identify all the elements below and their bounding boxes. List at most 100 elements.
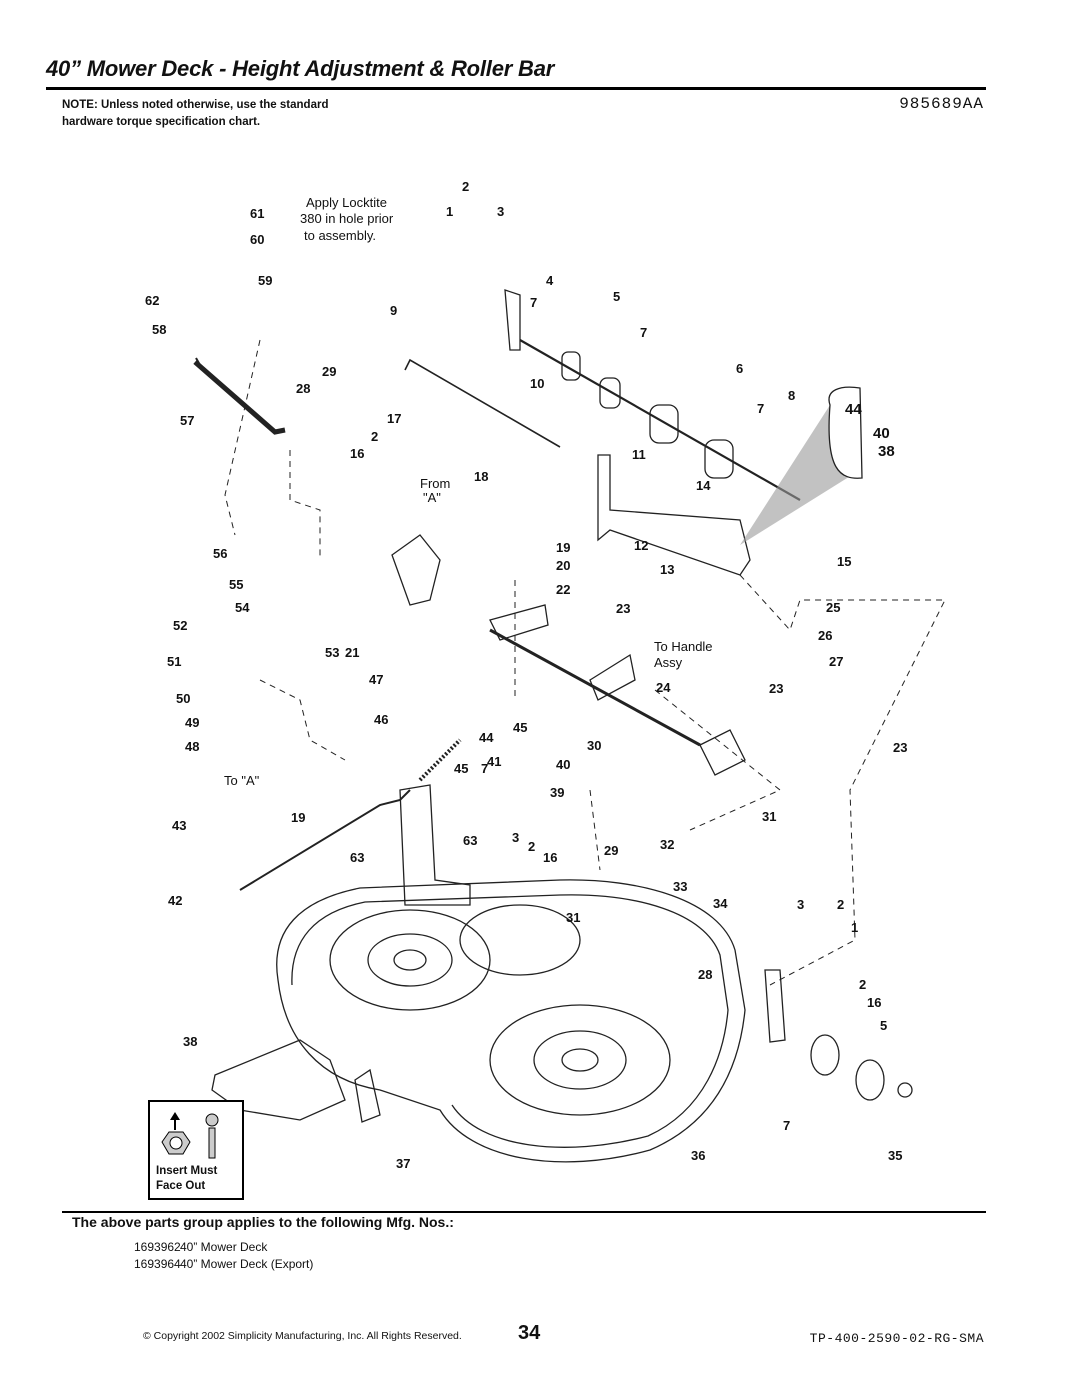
rear-bracket — [399, 784, 471, 906]
svg-text:63: 63 — [350, 850, 364, 865]
svg-text:5: 5 — [880, 1018, 887, 1033]
svg-text:5: 5 — [613, 289, 620, 304]
svg-text:7: 7 — [481, 761, 488, 776]
svg-text:2: 2 — [859, 977, 866, 992]
svg-text:20: 20 — [556, 558, 570, 573]
svg-text:23: 23 — [769, 681, 783, 696]
svg-text:44: 44 — [845, 401, 862, 418]
svg-text:49: 49 — [185, 715, 199, 730]
title-rule — [46, 87, 986, 90]
svg-text:55: 55 — [229, 577, 243, 592]
locktite-line2: 380 in hole prior — [300, 211, 394, 226]
svg-text:4: 4 — [546, 273, 554, 288]
svg-text:11: 11 — [632, 447, 646, 462]
svg-text:23: 23 — [893, 740, 907, 755]
svg-text:13: 13 — [660, 562, 674, 577]
roller-bar — [519, 339, 801, 501]
svg-text:28: 28 — [698, 967, 712, 982]
svg-text:9: 9 — [390, 303, 397, 318]
from-a-line2: "A" — [423, 490, 441, 505]
svg-text:43: 43 — [172, 818, 186, 833]
svg-text:29: 29 — [322, 364, 336, 379]
document-number: TP-400-2590-02-RG-SMA — [809, 1331, 984, 1346]
cam-plate — [391, 534, 441, 606]
svg-text:57: 57 — [180, 413, 194, 428]
spindle-right — [489, 1004, 671, 1116]
svg-text:2: 2 — [371, 429, 378, 444]
svg-text:16: 16 — [350, 446, 364, 461]
front-roller-bracket — [764, 969, 786, 1043]
svg-text:19: 19 — [556, 540, 570, 555]
svg-text:32: 32 — [660, 837, 674, 852]
svg-text:28: 28 — [296, 381, 310, 396]
svg-text:62: 62 — [145, 293, 159, 308]
to-handle-line1: To Handle — [654, 639, 713, 654]
svg-text:60: 60 — [250, 232, 264, 247]
locktite-line3: to assembly. — [304, 228, 376, 243]
svg-text:1: 1 — [851, 920, 858, 935]
svg-text:46: 46 — [374, 712, 388, 727]
svg-text:22: 22 — [556, 582, 570, 597]
svg-text:33: 33 — [673, 879, 687, 894]
svg-text:7: 7 — [640, 325, 647, 340]
svg-text:47: 47 — [369, 672, 383, 687]
to-a-label: To "A" — [224, 773, 260, 788]
svg-text:10: 10 — [530, 376, 544, 391]
locktite-line1: Apply Locktite — [306, 195, 387, 210]
from-a-line1: From — [420, 476, 450, 491]
svg-text:30: 30 — [587, 738, 601, 753]
section-rule — [62, 1211, 986, 1213]
svg-text:26: 26 — [818, 628, 832, 643]
svg-text:59: 59 — [258, 273, 272, 288]
svg-text:38: 38 — [878, 443, 895, 460]
svg-text:19: 19 — [291, 810, 305, 825]
insert-must-face-out-box: Insert Must Face Out — [148, 1100, 244, 1200]
svg-text:12: 12 — [634, 538, 648, 553]
svg-text:2: 2 — [462, 179, 469, 194]
diagram-annotations: Apply Locktite 380 in hole prior to asse… — [224, 195, 713, 788]
svg-text:44: 44 — [479, 730, 494, 745]
roller-bracket-14 — [597, 454, 751, 576]
svg-text:36: 36 — [691, 1148, 705, 1163]
adjust-handle — [193, 360, 286, 435]
svg-text:17: 17 — [387, 411, 401, 426]
svg-text:25: 25 — [826, 600, 840, 615]
page-number: 34 — [518, 1322, 541, 1344]
rod-9 — [404, 358, 561, 448]
svg-text:7: 7 — [530, 295, 537, 310]
svg-text:29: 29 — [604, 843, 618, 858]
svg-text:40: 40 — [556, 757, 570, 772]
to-handle-line2: Assy — [654, 655, 683, 670]
svg-text:45: 45 — [454, 761, 468, 776]
front-bracket — [211, 1039, 346, 1121]
svg-text:42: 42 — [168, 893, 182, 908]
svg-text:3: 3 — [512, 830, 519, 845]
svg-text:6: 6 — [736, 361, 743, 376]
svg-text:7: 7 — [783, 1118, 790, 1133]
svg-text:54: 54 — [235, 600, 250, 615]
svg-text:48: 48 — [185, 739, 199, 754]
svg-text:52: 52 — [173, 618, 187, 633]
svg-text:39: 39 — [550, 785, 564, 800]
svg-text:58: 58 — [152, 322, 166, 337]
spindle-left — [329, 909, 491, 1011]
part-number: 985689AA — [899, 95, 984, 113]
svg-text:34: 34 — [713, 896, 728, 911]
svg-text:2: 2 — [837, 897, 844, 912]
applies-heading: The above parts group applies to the fol… — [72, 1214, 454, 1230]
torque-note: NOTE: Unless noted otherwise, use the st… — [62, 99, 329, 128]
svg-text:3: 3 — [797, 897, 804, 912]
mfg-item: 169396440” Mower Deck (Export) — [134, 1257, 314, 1271]
svg-text:8: 8 — [788, 388, 795, 403]
lift-shaft — [489, 628, 701, 747]
mfg-item: 169396240” Mower Deck — [134, 1240, 268, 1254]
svg-text:27: 27 — [829, 654, 843, 669]
svg-text:21: 21 — [345, 645, 359, 660]
svg-text:1: 1 — [446, 204, 453, 219]
svg-text:31: 31 — [566, 910, 580, 925]
svg-text:45: 45 — [513, 720, 527, 735]
svg-text:3: 3 — [497, 204, 504, 219]
svg-text:35: 35 — [888, 1148, 902, 1163]
